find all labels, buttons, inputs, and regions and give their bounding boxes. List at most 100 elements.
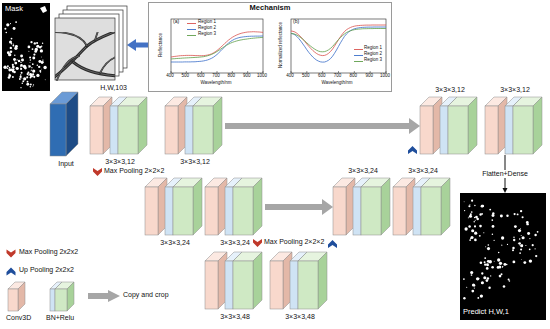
speckle — [10, 51, 13, 54]
slab-front — [205, 187, 218, 235]
up-pooling-symbol — [7, 268, 16, 276]
speckle — [512, 247, 515, 250]
speckle — [34, 50, 37, 53]
input-volume-art — [46, 90, 86, 168]
speckle — [470, 238, 471, 239]
plot-frame — [171, 19, 263, 73]
speckle — [471, 200, 473, 202]
speckle — [13, 27, 16, 30]
speckle — [14, 55, 15, 56]
speckle — [493, 240, 494, 241]
leaf-icon — [40, 6, 47, 13]
spectrum-curve — [291, 27, 386, 62]
speckle — [469, 215, 472, 218]
speckle — [491, 219, 493, 221]
speckle — [20, 74, 22, 76]
speckle — [39, 70, 41, 72]
slab-front — [270, 261, 283, 309]
speckle — [519, 252, 521, 254]
speckle — [513, 239, 515, 241]
axis-title: Wavelength/nm — [200, 81, 231, 86]
speckle — [484, 261, 486, 263]
conv-block: 3×3×3,12 — [420, 86, 480, 155]
speckle — [44, 79, 46, 81]
slab-front — [145, 187, 158, 235]
conv-block-art — [165, 97, 225, 166]
speckle — [535, 255, 537, 257]
conv-block: 3×3×3,48 — [270, 252, 330, 321]
speckle — [30, 84, 32, 86]
speckle — [3, 66, 6, 69]
slab-front — [361, 187, 381, 235]
speckle — [489, 209, 491, 211]
speckle — [493, 260, 495, 262]
speckle — [473, 221, 474, 222]
speckle — [24, 67, 27, 70]
speckle — [14, 47, 17, 50]
slab-front — [513, 106, 533, 154]
slab-front — [505, 106, 513, 154]
slab-front — [233, 261, 253, 309]
slab-side — [66, 92, 78, 156]
speckle — [463, 278, 465, 280]
speckle — [474, 205, 475, 206]
speckle — [474, 232, 477, 235]
speckle — [12, 66, 15, 69]
speckle — [518, 242, 521, 245]
legend-line — [354, 49, 363, 50]
speckle — [16, 67, 19, 70]
speckle — [32, 57, 35, 60]
speckle — [30, 59, 32, 61]
series-name: Region 1 — [364, 46, 382, 51]
speckle — [8, 74, 11, 77]
speckle — [526, 223, 528, 225]
speckle — [21, 59, 24, 62]
speckle — [463, 297, 465, 299]
legend-line — [354, 55, 363, 56]
speckle — [26, 83, 29, 86]
panel-title: Mechanism — [250, 4, 291, 13]
block-label: 3×3×3,24 — [220, 239, 250, 247]
speckle — [474, 225, 476, 227]
speckle — [42, 59, 43, 60]
speckle — [479, 235, 481, 237]
speckle — [498, 252, 500, 254]
series-name: Region 2 — [198, 26, 216, 31]
input-volume: Input — [46, 90, 86, 168]
speckle — [40, 72, 41, 73]
copy-crop-arrow — [265, 199, 333, 215]
speckle — [487, 277, 490, 280]
speckle — [477, 297, 479, 299]
speckle — [503, 263, 506, 266]
legend-sample — [6, 249, 16, 258]
speckle — [466, 287, 467, 288]
panel-letter: (a) — [173, 19, 179, 25]
plot-frame — [291, 19, 386, 73]
max-pooling-symbol — [253, 239, 262, 247]
speckle — [492, 233, 494, 235]
speckle — [468, 217, 469, 218]
speckle — [41, 56, 43, 58]
speckle — [534, 234, 536, 236]
speckle — [20, 64, 23, 67]
speckle — [499, 275, 502, 278]
vein — [73, 62, 115, 76]
slab-side — [138, 97, 147, 154]
block-label: 3×3×3,48 — [220, 313, 250, 321]
speckle — [514, 225, 517, 228]
slab-side — [533, 97, 542, 154]
block-label: 3×3×3,12 — [180, 158, 210, 166]
speckle — [29, 62, 31, 64]
conv-block-art — [205, 252, 265, 321]
operation-label: Max Pooling 2×2×2 — [264, 238, 324, 246]
speckle — [534, 248, 535, 249]
slab-front — [298, 261, 318, 309]
slab-front — [110, 106, 118, 154]
speckle — [38, 66, 40, 68]
speckle — [10, 23, 11, 24]
copy-crop-arrow — [225, 118, 420, 134]
speckle — [518, 243, 519, 244]
slab-front — [193, 106, 213, 154]
slab-front — [118, 106, 138, 154]
spectrum-curve — [171, 36, 263, 62]
